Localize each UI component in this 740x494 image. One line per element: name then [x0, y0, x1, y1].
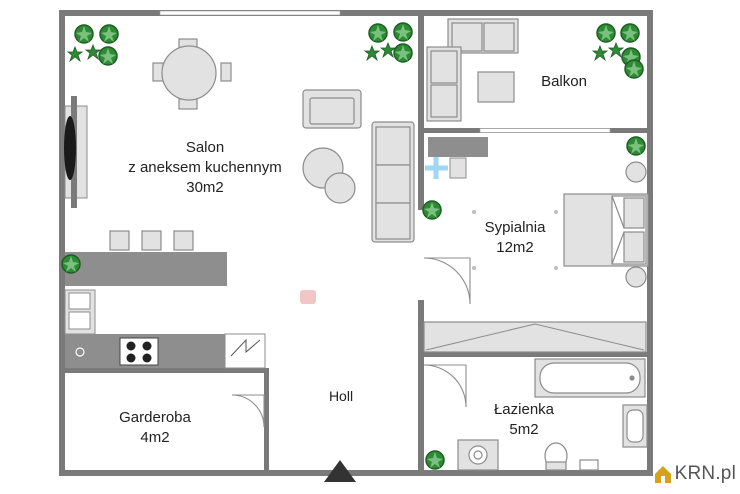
room-area: 5m2	[509, 421, 539, 438]
door-bathroom	[423, 364, 467, 408]
wall-right	[647, 10, 653, 476]
ceiling-lights	[472, 210, 558, 270]
desk	[425, 137, 488, 179]
room-label-lazienka: Łazienka 5m2	[476, 400, 572, 440]
room-name: Balkon	[541, 73, 587, 90]
door-wardrobe	[231, 394, 265, 428]
door-bedroom	[423, 257, 471, 305]
dining-table	[161, 45, 217, 101]
wall-top	[59, 10, 653, 16]
plant-icon	[67, 24, 119, 66]
room-name: Łazienka	[493, 401, 555, 418]
sink	[68, 292, 91, 310]
room-subtitle: z aneksem kuchennym	[128, 159, 282, 176]
room-area: 4m2	[140, 429, 170, 446]
room-name: Holl	[328, 388, 354, 404]
washbasin	[622, 404, 648, 448]
doors	[231, 257, 471, 428]
wardrobe	[423, 321, 647, 353]
plant-icon	[364, 22, 413, 63]
room-label-garderoba: Garderoba 4m2	[100, 408, 210, 448]
washing-machine	[457, 439, 499, 471]
cooktop	[119, 337, 159, 366]
bed	[563, 193, 649, 267]
plant-icon	[61, 254, 81, 274]
plant-icon	[592, 23, 644, 79]
wall-hall-bathroom	[418, 300, 424, 476]
tv-unit	[64, 96, 88, 208]
wall-salon-bedroom	[418, 10, 424, 210]
plant-icon	[626, 136, 646, 156]
room-label-sypialnia: Sypialnia 12m2	[460, 218, 570, 258]
room-area: 30m2	[186, 179, 224, 196]
wall-bottom	[59, 470, 653, 476]
chair	[220, 62, 232, 82]
room-label-holl: Holl	[310, 386, 372, 406]
wall-wardrobe-side	[264, 368, 269, 476]
nightstand	[625, 266, 647, 288]
sofa	[371, 121, 415, 243]
sink	[68, 311, 91, 330]
wall-bathroom-top	[418, 352, 653, 357]
wall-left	[59, 10, 65, 476]
fridge	[224, 333, 266, 369]
room-name: Sypialnia	[484, 219, 546, 236]
room-name: Garderoba	[119, 409, 191, 426]
balcony-door	[479, 128, 611, 133]
room-label-balkon: Balkon	[520, 72, 608, 92]
house-icon	[654, 466, 671, 483]
bidet	[579, 459, 599, 471]
watermark-square	[300, 290, 316, 304]
toilet	[544, 442, 568, 471]
nightstand	[625, 161, 647, 183]
window-top	[159, 10, 341, 16]
balcony-furniture	[426, 18, 519, 122]
watermark-text: KRN.pl	[674, 463, 736, 484]
kitchen-counter	[64, 289, 266, 369]
kitchen-island	[65, 252, 227, 286]
armchair	[302, 89, 362, 129]
plant-icon	[422, 200, 442, 220]
room-label-salon: Salon z aneksem kuchennym 30m2	[95, 138, 315, 198]
plant-icon	[425, 450, 445, 470]
coffee-tables	[302, 147, 356, 204]
room-name: Salon	[185, 139, 225, 156]
bathtub	[534, 358, 646, 398]
watermark-logo: KRN.pl	[653, 462, 736, 486]
wall-wardrobe-top	[59, 368, 269, 373]
dining-set	[152, 38, 232, 110]
bar-stools	[109, 230, 194, 251]
entrance-arrow-icon	[324, 460, 356, 482]
tv	[64, 116, 76, 180]
room-area: 12m2	[496, 239, 534, 256]
